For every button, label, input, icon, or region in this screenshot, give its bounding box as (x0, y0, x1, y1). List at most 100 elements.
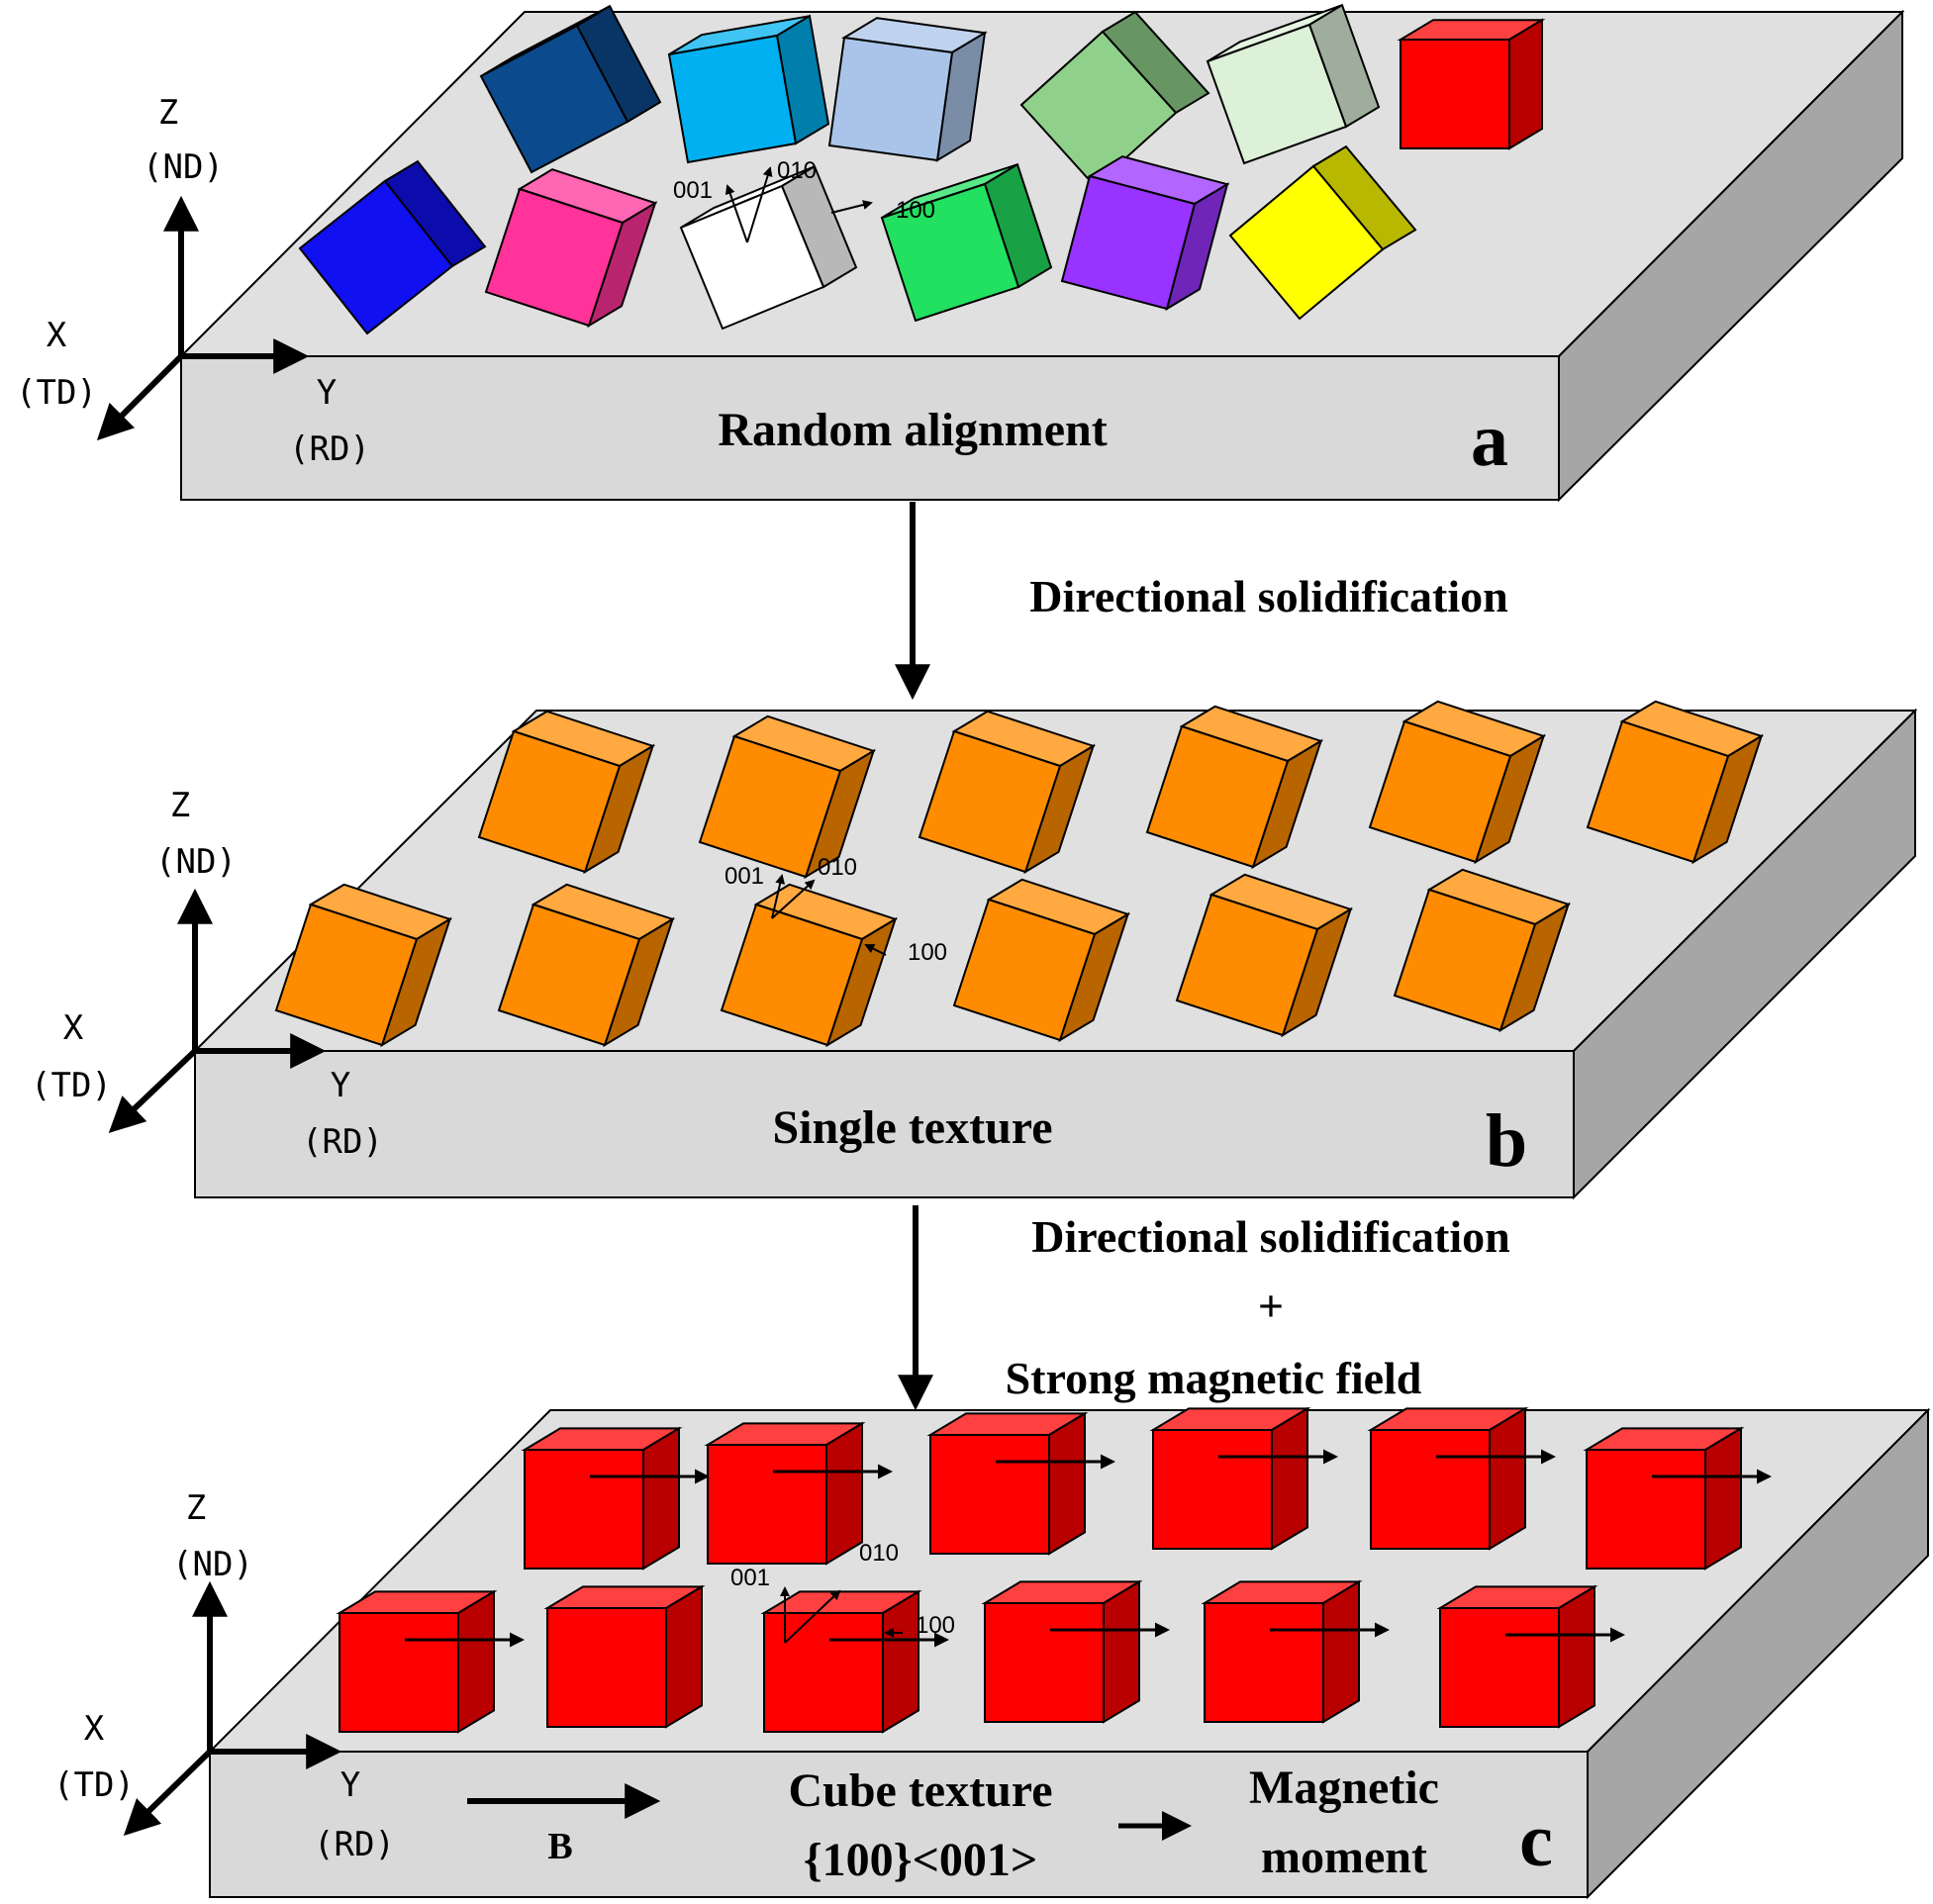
axis-y-label: Y (340, 1765, 360, 1805)
axis-z-sub: (ND) (155, 842, 237, 882)
cube-front-face (679, 184, 825, 331)
cube-front-face (1206, 23, 1348, 165)
panel-letter: b (1486, 1099, 1527, 1183)
cube-side-face (1322, 1579, 1360, 1724)
transition-line1: Directional solidification (1031, 1211, 1509, 1262)
grain-cube (760, 1589, 949, 1734)
panel-c: Z (ND) X (TD) Y (RD) 001 010 100 B Cube … (53, 1406, 1931, 1900)
axis-x-label: X (84, 1709, 105, 1749)
grain-cube (667, 14, 830, 164)
grain-cube (1368, 700, 1546, 865)
grain-cube (704, 1421, 893, 1566)
axis-y-sub: (RD) (314, 1825, 395, 1864)
cube-front-face (477, 729, 622, 874)
axis-x-sub: (TD) (53, 1765, 135, 1805)
grain-cube (274, 883, 452, 1048)
cube-side-face (1271, 1406, 1308, 1551)
cube-side-face (1048, 1411, 1086, 1556)
cube-side-face (1558, 1584, 1595, 1729)
axes-c: Z (ND) X (TD) Y (RD) (53, 1488, 395, 1864)
cube-front-face (1152, 1429, 1273, 1550)
cube-front-face (918, 729, 1062, 874)
grain-cube (952, 878, 1130, 1043)
grain-cube (720, 883, 898, 1048)
grain-cubes (274, 700, 1764, 1048)
axis-y-label: Y (317, 373, 337, 413)
cube-front-face (667, 34, 798, 164)
cube-front-face (880, 182, 1020, 323)
panel-a: Z (ND) X (TD) Y (RD) 001 010 100 Random … (16, 3, 1905, 503)
cube-front-face (707, 1444, 827, 1565)
grain-cube (1149, 1406, 1338, 1551)
grain-cube (926, 1411, 1115, 1556)
cube-side-face (457, 1589, 495, 1734)
dir-010-label: 010 (818, 854, 857, 881)
cube-front-face (1586, 719, 1730, 864)
field-label: B (547, 1826, 572, 1867)
grain-cubes (336, 1406, 1772, 1734)
grain-cube (1397, 18, 1546, 150)
grain-cube (1228, 144, 1417, 321)
cube-front-face (497, 903, 641, 1047)
transition-plus: + (1258, 1281, 1284, 1331)
moment-line2: moment (1261, 1831, 1427, 1883)
axis-z-label: Z (186, 1488, 206, 1528)
axis-x-label: X (63, 1008, 84, 1048)
cube-front-face (827, 36, 954, 162)
grain-cube (484, 168, 658, 329)
axis-y-sub: (RD) (302, 1122, 383, 1162)
cube-side-face (1704, 1426, 1742, 1571)
direction-arrows-b: 001 010 100 (725, 854, 947, 966)
grain-cube (827, 17, 988, 162)
cube-side-face (1489, 1406, 1526, 1551)
grain-cube (1019, 10, 1210, 188)
axis-z-sub: (ND) (172, 1545, 253, 1584)
grain-cube (698, 714, 876, 880)
dir-001-label: 001 (730, 1565, 770, 1591)
cube-side-face (665, 1584, 703, 1729)
axis-x-sub: (TD) (16, 373, 97, 413)
cube-front-face (298, 179, 454, 335)
grain-cube (543, 1584, 706, 1729)
grain-cube (1586, 700, 1764, 865)
grain-cube (1206, 3, 1381, 165)
grain-cube (918, 710, 1096, 875)
cube-front-face (929, 1434, 1050, 1555)
cube-side-face (882, 1589, 919, 1734)
axis-y-label: Y (331, 1066, 350, 1105)
cube-front-face (1019, 30, 1178, 188)
grain-cubes (298, 3, 1546, 335)
grain-cube (479, 4, 662, 174)
axis-x-sub: (TD) (31, 1066, 112, 1105)
axis-z-sub: (ND) (143, 147, 224, 187)
panel-caption: Single texture (772, 1101, 1052, 1154)
cube-front-face (984, 1602, 1105, 1723)
axis-z-label: Z (170, 786, 190, 825)
cube-side-face (1508, 18, 1543, 150)
cube-front-face (274, 903, 419, 1047)
dir-100-label: 100 (916, 1612, 955, 1639)
axis-x-label: X (47, 316, 67, 355)
transition-1: Directional solidification (895, 502, 1508, 701)
dir-001-label: 001 (673, 177, 713, 204)
dir-010-label: 010 (777, 157, 817, 184)
grain-cube (1436, 1584, 1625, 1729)
direction-arrows-c: 001 010 100 (730, 1540, 955, 1644)
cube-front-face (479, 24, 629, 174)
axes-a: Z (ND) X (TD) Y (RD) (16, 93, 370, 469)
grain-cube (880, 162, 1053, 323)
dir-001-label: 001 (725, 863, 764, 890)
grain-cube (521, 1426, 710, 1571)
grain-cube (1367, 1406, 1556, 1551)
cube-front-face (1060, 174, 1197, 311)
grain-cube (336, 1589, 525, 1734)
cube-front-face (1439, 1607, 1560, 1728)
cube-side-face (825, 1421, 863, 1566)
grain-cube (1060, 155, 1230, 312)
cube-front-face (546, 1607, 667, 1728)
dir-100-label: 100 (908, 939, 947, 966)
grain-cube (1145, 705, 1323, 870)
cube-front-face (1400, 39, 1510, 149)
transition-line3: Strong magnetic field (1006, 1353, 1422, 1403)
grain-cube (1175, 873, 1353, 1038)
